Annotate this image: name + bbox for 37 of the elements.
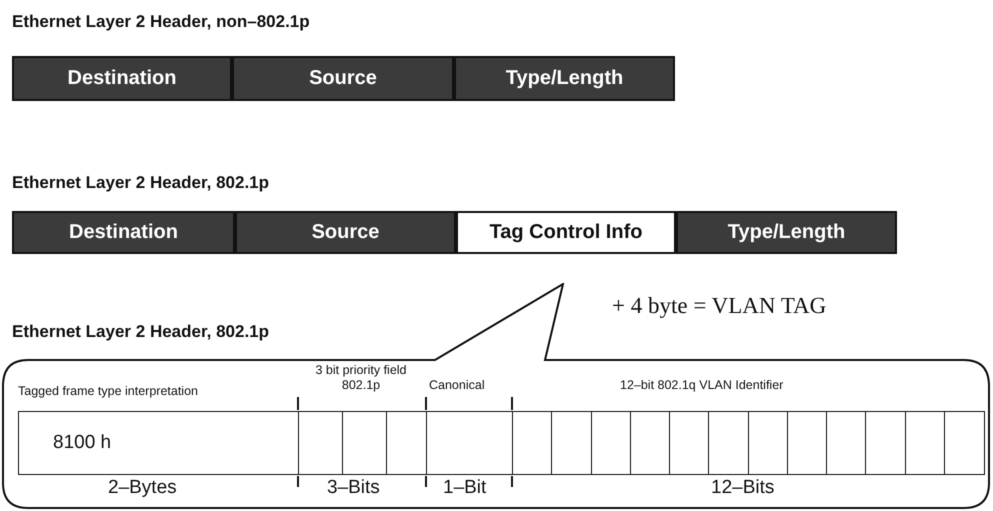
size-label: 1–Bit (443, 477, 486, 499)
header-field: Source (235, 211, 456, 254)
bit-cell (786, 411, 828, 475)
bit-cell (748, 411, 788, 475)
section-title: Ethernet Layer 2 Header, 802.1p (12, 322, 270, 342)
callout-bubble (2, 283, 990, 509)
bit-cell (512, 411, 553, 475)
header-field: Type/Length (676, 211, 897, 254)
bit-cell (708, 411, 749, 475)
size-label: 3–Bits (327, 477, 380, 499)
field-caption: 12–bit 802.1q VLAN Identifier (620, 378, 784, 392)
header-field: Destination (12, 211, 235, 254)
tag-note: + 4 byte = VLAN TAG (612, 293, 826, 319)
bit-cell (426, 411, 514, 475)
bit-cell (551, 411, 592, 475)
field-caption: 3 bit priority field 802.1p (314, 363, 408, 393)
bit-cell (298, 411, 344, 475)
header-field: Source (232, 56, 454, 101)
header-field: Type/Length (454, 56, 675, 101)
header-field: Tag Control Info (456, 211, 676, 254)
bit-cell (630, 411, 670, 475)
bit-cell (386, 411, 428, 475)
bit-cell (904, 411, 946, 475)
field-caption: Canonical (429, 378, 485, 392)
section-title: Ethernet Layer 2 Header, non–802.1p (12, 12, 310, 32)
size-label: 12–Bits (711, 477, 774, 499)
bit-cell (826, 411, 867, 475)
field-cell: 8100 h (18, 411, 300, 475)
bit-cell (342, 411, 388, 475)
header-field: Destination (12, 56, 232, 101)
bit-cell (865, 411, 906, 475)
bit-cell (590, 411, 632, 475)
size-label: 2–Bytes (108, 477, 177, 499)
field-caption: Tagged frame type interpretation (18, 384, 198, 398)
bit-cell (944, 411, 984, 475)
bit-cell (669, 411, 710, 475)
section-title: Ethernet Layer 2 Header, 802.1p (12, 173, 270, 193)
